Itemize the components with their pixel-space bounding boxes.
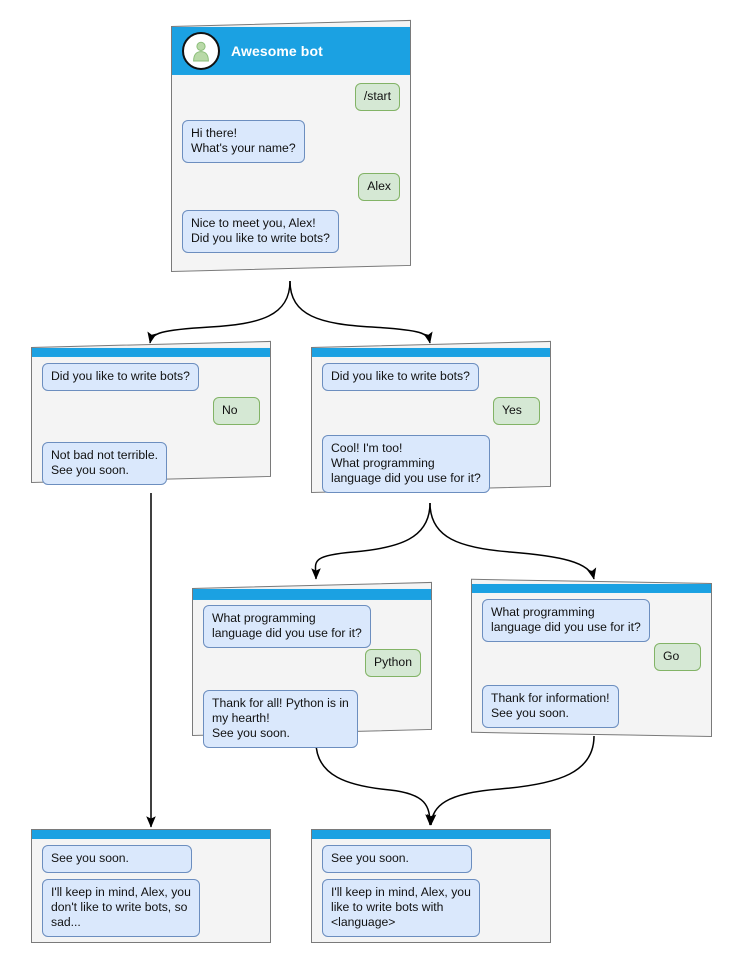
chat-body: Did you like to write bots? Yes Cool! I'… xyxy=(312,357,550,494)
message-bubble-user[interactable]: Python xyxy=(365,648,421,677)
chat-body: What programming language did you use fo… xyxy=(472,593,711,738)
chat-header xyxy=(32,347,270,357)
message-bubble-bot[interactable]: Not bad not terrible. See you soon. xyxy=(42,441,168,485)
edge-root-to-no xyxy=(147,280,291,344)
chat-header xyxy=(32,830,270,839)
message-bubble-bot[interactable]: Did you like to write bots? xyxy=(42,362,199,391)
message-bubble-bot[interactable]: Did you like to write bots? xyxy=(322,362,479,391)
message-bubble-user[interactable]: Yes xyxy=(493,396,540,425)
chat-header xyxy=(312,347,550,357)
message-bubble-bot[interactable]: I'll keep in mind, Alex, you like to wri… xyxy=(322,879,480,937)
edge-yes-to-python xyxy=(311,502,431,580)
ending-yes-node[interactable]: See you soon. I'll keep in mind, Alex, y… xyxy=(311,829,551,943)
answer-go-node[interactable]: What programming language did you use fo… xyxy=(471,578,712,738)
message-bubble-bot[interactable]: Cool! I'm too! What programming language… xyxy=(322,434,490,493)
message-bubble-bot[interactable]: Thank for information! See you soon. xyxy=(482,684,619,728)
message-bubble-user[interactable]: Go xyxy=(654,642,701,671)
message-bubble-user[interactable]: /start xyxy=(354,82,400,111)
message-bubble-bot[interactable]: See you soon. xyxy=(322,845,472,873)
chat-header xyxy=(193,588,431,600)
answer-no-node[interactable]: Did you like to write bots? No Not bad n… xyxy=(31,340,271,485)
message-bubble-user[interactable]: No xyxy=(213,396,260,425)
message-bubble-bot[interactable]: Nice to meet you, Alex! Did you like to … xyxy=(182,209,339,253)
chat-body: Did you like to write bots? No Not bad n… xyxy=(32,357,270,485)
start-node[interactable]: Awesome bot /start Hi there! What's your… xyxy=(171,19,411,272)
answer-python-node[interactable]: What programming language did you use fo… xyxy=(192,581,432,748)
chat-header xyxy=(472,583,711,593)
edge-python-to-ending-happy xyxy=(315,741,435,826)
message-bubble-bot[interactable]: What programming language did you use fo… xyxy=(482,598,650,642)
chat-body: See you soon. I'll keep in mind, Alex, y… xyxy=(32,839,270,944)
message-bubble-bot[interactable]: Thank for all! Python is in my hearth! S… xyxy=(203,689,358,748)
chat-header: Awesome bot xyxy=(172,26,410,75)
person-avatar-icon xyxy=(182,31,220,70)
message-bubble-bot[interactable]: I'll keep in mind, Alex, you don't like … xyxy=(42,879,200,937)
edge-go-to-ending-happy xyxy=(426,735,595,826)
page-title: Awesome bot xyxy=(231,42,323,59)
edge-yes-to-go xyxy=(429,502,597,580)
chat-body: See you soon. I'll keep in mind, Alex, y… xyxy=(312,839,550,944)
ending-no-node[interactable]: See you soon. I'll keep in mind, Alex, y… xyxy=(31,829,271,943)
message-bubble-user[interactable]: Alex xyxy=(358,172,400,201)
chat-body: What programming language did you use fo… xyxy=(193,600,431,748)
edge-root-to-yes xyxy=(289,280,433,344)
chat-header xyxy=(312,830,550,839)
chat-body: /start Hi there! What's your name? Alex … xyxy=(172,75,410,272)
message-bubble-bot[interactable]: What programming language did you use fo… xyxy=(203,604,371,648)
message-bubble-bot[interactable]: See you soon. xyxy=(42,845,192,873)
message-bubble-bot[interactable]: Hi there! What's your name? xyxy=(182,119,305,163)
answer-yes-node[interactable]: Did you like to write bots? Yes Cool! I'… xyxy=(311,340,551,494)
